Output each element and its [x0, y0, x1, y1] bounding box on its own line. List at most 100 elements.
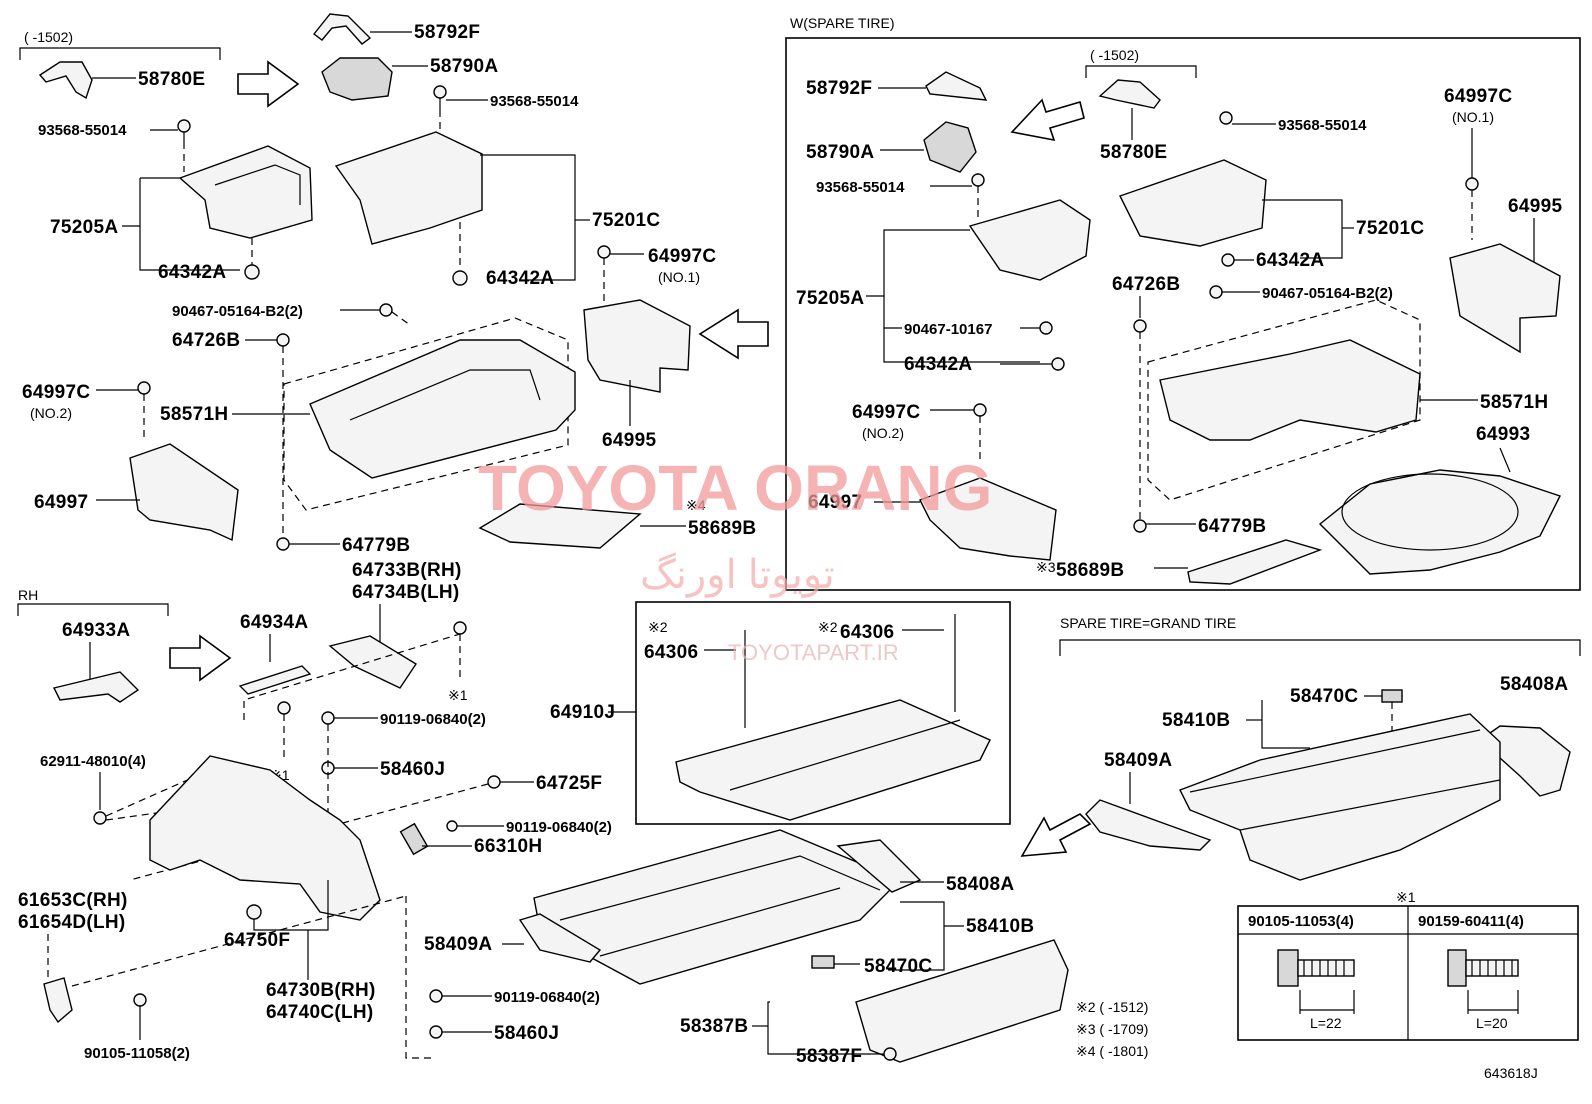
watermark-persian: تویوتا اورنگ — [640, 552, 835, 598]
cover-box — [635, 601, 1011, 825]
w-label-93568-b: 93568-55014 — [1278, 117, 1367, 134]
w-label-64997: 64997 — [808, 492, 862, 513]
label-64734B: 64734B(LH) — [352, 582, 460, 603]
label-64726B: 64726B — [172, 330, 240, 351]
grand-tire-group: SPARE TIRE=GRAND TIRE 58470C 58408A 5841… — [1059, 615, 1581, 881]
floor-tray-58571H: 58571H — [160, 317, 576, 511]
label-no2-a: (NO.2) — [30, 405, 72, 421]
label-90119-a: 90119-06840(2) — [380, 711, 486, 728]
part-64730B-trim — [149, 755, 381, 921]
arrow-right — [237, 60, 300, 108]
label-58571H-a: 58571H — [160, 404, 228, 425]
watermark: TOYOTA ORANG تویوتا اورنگ TOYOTAPART.IR — [478, 452, 992, 665]
w-mark-3: ※3 — [1036, 559, 1056, 575]
label-64995: 64995 — [602, 430, 656, 451]
label-58409A-a: 58409A — [424, 934, 492, 955]
w-part-75205A — [968, 199, 1091, 281]
deck-board-group: 58408A 58409A 58410B 58470C 58387B 58387… — [424, 813, 1092, 1067]
w-part-64995 — [1449, 243, 1561, 354]
label-64306-b: 64306 — [840, 622, 894, 643]
label-rh: RH — [18, 587, 38, 603]
clip-64779B: 64779B — [276, 535, 410, 556]
gt-label-58470C: 58470C — [1290, 686, 1358, 707]
label-64997C-a: 64997C — [648, 246, 716, 267]
w-label-75201C: 75201C — [1356, 218, 1424, 239]
w-label-93568-a: 93568-55014 — [816, 179, 905, 196]
watermark-brand: TOYOTA ORANG — [478, 452, 992, 524]
arrow-right-rh — [169, 634, 232, 682]
label-64997C-b: 64997C — [22, 382, 90, 403]
w-part-58571H — [1159, 339, 1421, 441]
part-64934A — [238, 665, 312, 695]
w-label-64997C-a: 64997C — [852, 402, 920, 423]
label-93568-b: 93568-55014 — [490, 93, 579, 110]
bolt-icon-right — [1447, 949, 1519, 987]
mat-58689B: ※4 58689B — [478, 497, 756, 549]
w-label-64997C-b: 64997C — [1444, 86, 1512, 107]
part-58409A — [518, 913, 602, 963]
w-label-90467-10167: 90467-10167 — [904, 321, 992, 338]
w-part-75201C — [1119, 159, 1267, 247]
panel-64995: 64997C (NO.1) 64995 — [583, 245, 769, 451]
label-58470C-a: 58470C — [864, 956, 932, 977]
w-label-58790A: 58790A — [806, 142, 874, 163]
legend-right-length: L=20 — [1476, 1015, 1508, 1031]
label-90105-11058: 90105-11058(2) — [84, 1045, 190, 1062]
label-58387F: 58387F — [796, 1046, 862, 1067]
diagram-id: 643618J — [1484, 1065, 1538, 1081]
w-label-64995: 64995 — [1508, 196, 1562, 217]
clip-58792F-group: 58792F 58790A — [313, 13, 498, 101]
tray-75205A: 75205A 64342A — [50, 145, 313, 283]
w-part-58780E — [1098, 79, 1161, 109]
part-58408A — [836, 839, 922, 893]
legend-left-length: L=22 — [1310, 1015, 1342, 1031]
label-64342A-b: 64342A — [486, 268, 554, 289]
spare-tire-title: W(SPARE TIRE) — [790, 15, 895, 31]
part-58387B — [855, 939, 1069, 1063]
grand-tire-title: SPARE TIRE=GRAND TIRE — [1060, 615, 1236, 631]
label-58780E: 58780E — [138, 69, 205, 90]
label-64733B: 64733B(RH) — [352, 560, 462, 581]
bolt-icon-left — [1277, 949, 1355, 987]
label-58460J-b: 58460J — [494, 1023, 559, 1044]
part-64910J — [675, 699, 991, 821]
label-61654D: 61654D(LH) — [18, 912, 126, 933]
label-64933A: 64933A — [62, 620, 130, 641]
note-2: ※2 ( -1512) — [1076, 999, 1148, 1015]
panel-64997: 64997C (NO.2) 64997 — [22, 381, 239, 542]
cover-64910J-group: 64910J ※2 64306 ※2 64306 — [550, 601, 1011, 825]
label-75201C: 75201C — [592, 210, 660, 231]
label-75205A: 75205A — [50, 217, 118, 238]
clip-90467-group: 90467-05164-B2(2) 64726B — [172, 303, 411, 540]
w-label-90467-05164: 90467-05164-B2(2) — [1262, 285, 1393, 302]
gt-label-58409A: 58409A — [1104, 750, 1172, 771]
note-3: ※3 ( -1709) — [1076, 1021, 1148, 1037]
label-64910J: 64910J — [550, 702, 615, 723]
w-part-64997 — [919, 477, 1057, 561]
label-90119-b: 90119-06840(2) — [506, 819, 612, 836]
w-arrow-left — [1010, 98, 1085, 142]
screw-93568-right: 93568-55014 — [433, 85, 579, 140]
label-90467: 90467-05164-B2(2) — [172, 303, 303, 320]
mark-1-a: ※1 — [448, 687, 468, 703]
arrow-down-left — [1020, 813, 1092, 857]
watermark-site: TOYOTAPART.IR — [728, 640, 899, 665]
w-label-64726B: 64726B — [1112, 274, 1180, 295]
gt-part-58408A — [1478, 725, 1571, 797]
label-58408A-a: 58408A — [946, 874, 1014, 895]
w-label-no2: (NO.2) — [862, 425, 904, 441]
label-64997: 64997 — [34, 492, 88, 513]
label-64306-a: 64306 — [644, 642, 698, 663]
spare-tire-box: W(SPARE TIRE) 58792F 58790A 93568-55014 … — [785, 15, 1581, 591]
range-label: ( -1502) — [24, 29, 73, 45]
mark-2-b: ※2 — [818, 619, 838, 635]
rh-group: RH 64933A 64934A 64733B(RH) 64734B(LH) ※… — [17, 560, 612, 1062]
label-58460J-a: 58460J — [380, 759, 445, 780]
screw-93568-left: 93568-55014 — [38, 119, 191, 172]
label-58387B: 58387B — [680, 1016, 748, 1037]
w-label-64342A-b: 64342A — [1256, 250, 1324, 271]
label-64934A: 64934A — [240, 612, 308, 633]
w-label-58689B: 58689B — [1056, 560, 1124, 581]
part-61653C — [43, 977, 73, 1024]
gt-label-58408A: 58408A — [1500, 674, 1568, 695]
